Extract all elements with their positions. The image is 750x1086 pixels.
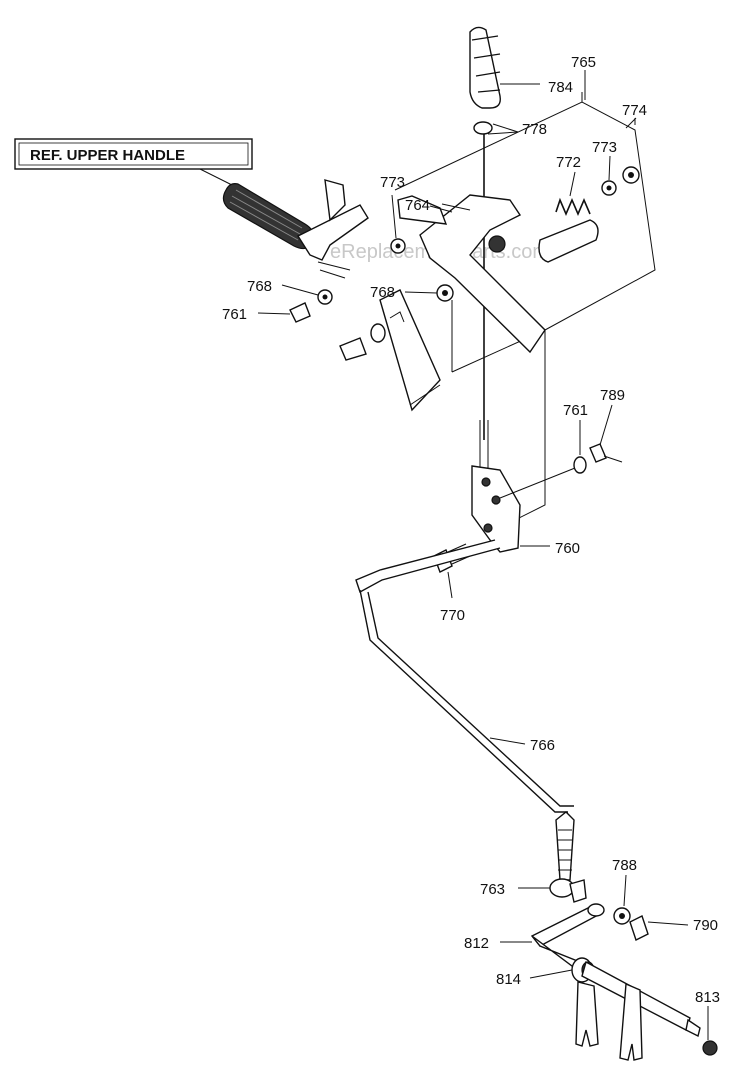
- callout-763: 763: [480, 881, 505, 898]
- callout-765: 765: [571, 54, 596, 71]
- leader-lines: [257, 70, 709, 1040]
- bolt-761: [289, 302, 311, 323]
- callout-770: 770: [440, 607, 465, 624]
- callout-761-left: 761: [222, 306, 247, 323]
- callout-778: 778: [522, 121, 547, 138]
- shift-lever: [379, 194, 546, 412]
- callout-774: 774: [622, 102, 647, 119]
- callout-813: 813: [695, 989, 720, 1006]
- cotter-pin-789: [589, 443, 607, 463]
- shift-shaft-813: [575, 960, 718, 1061]
- callout-812: 812: [464, 935, 489, 952]
- callout-789: 789: [600, 387, 625, 404]
- nut-763: [549, 878, 587, 903]
- callout-814: 814: [496, 971, 521, 988]
- control-panel-outline: [394, 92, 656, 526]
- callout-773-right: 773: [592, 139, 617, 156]
- washer-778: [473, 121, 493, 135]
- callout-788: 788: [612, 857, 637, 874]
- linkage-plate-760: [471, 465, 521, 553]
- callout-764: 764: [405, 197, 430, 214]
- callout-761-right: 761: [563, 402, 588, 419]
- callout-784: 784: [548, 79, 573, 96]
- callout-766: 766: [530, 737, 555, 754]
- ref-upper-handle-label: REF. UPPER HANDLE: [30, 147, 185, 164]
- upper-handle-grip: [222, 179, 369, 279]
- knob-784: [469, 26, 540, 109]
- bracket-764: [397, 195, 448, 225]
- long-rod-766: [355, 539, 575, 881]
- callout-772: 772: [556, 154, 581, 171]
- bolt-lower: [339, 337, 367, 361]
- callout-790: 790: [693, 917, 718, 934]
- callout-773-left: 773: [380, 174, 405, 191]
- washer-781: [573, 456, 587, 474]
- ref-upper-handle-box: REF. UPPER HANDLE: [14, 138, 253, 189]
- clip-790: [629, 915, 649, 941]
- spring-772: [538, 197, 599, 263]
- nut-813: [702, 1040, 718, 1056]
- callout-760: 760: [555, 540, 580, 557]
- callout-768-left: 768: [247, 278, 272, 295]
- callout-768-right: 768: [370, 284, 395, 301]
- shift-arm-812: [530, 903, 605, 973]
